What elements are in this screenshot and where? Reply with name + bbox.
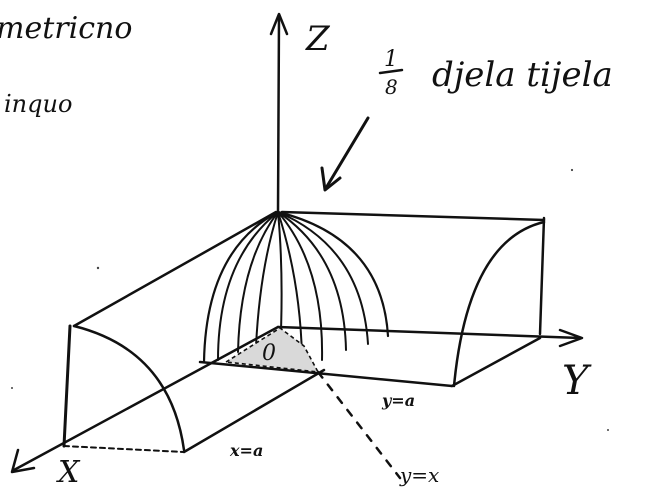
x-eq-a-label: x=a (229, 441, 263, 460)
heading-fragment: metricno (0, 11, 132, 46)
dome (202, 210, 390, 364)
paper-specks (11, 168, 609, 431)
cylinder-along-x (62, 210, 326, 454)
annotation-numerator: 1 (384, 47, 398, 72)
y-eq-a-label: y=a (381, 391, 415, 410)
x-axis-arrow (10, 448, 36, 474)
annotation: 1 8 djela tijela (378, 47, 613, 99)
y-axis-arrow (558, 328, 584, 348)
z-axis-arrow (269, 12, 289, 36)
annotation-arrow-line (324, 116, 370, 190)
y-axis (276, 325, 582, 340)
z-axis-label: Z (305, 19, 331, 59)
z-axis (276, 14, 281, 214)
diagonal-label: y=x (399, 463, 439, 487)
annotation-denominator: 8 (385, 75, 398, 99)
diagonal-line (316, 370, 402, 480)
x-axis (12, 325, 280, 472)
origin-label: 0 (262, 341, 276, 366)
x-axis-label: X (56, 455, 81, 490)
cylinder-along-y (198, 210, 546, 388)
annotation-arrow-head (320, 166, 342, 192)
y-axis-label: Y (562, 358, 592, 404)
fraction-bar (378, 68, 404, 75)
annotation-text: djela tijela (432, 55, 613, 95)
subheading-fragment: inquo (4, 90, 72, 118)
base-region (223, 327, 320, 373)
